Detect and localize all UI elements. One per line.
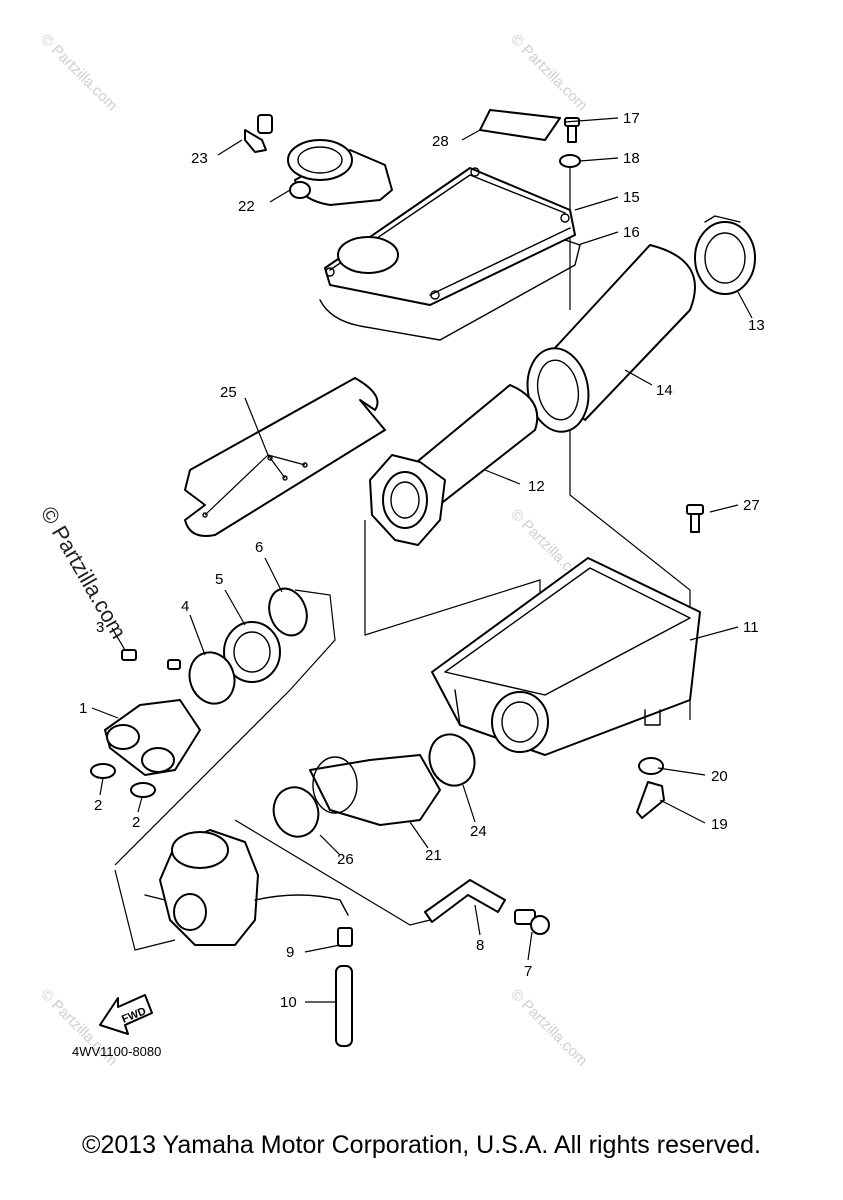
- callout-15: 15: [623, 189, 640, 206]
- clamp-6: [268, 587, 308, 637]
- callout-9: 9: [286, 944, 294, 961]
- label-sheet-28: [479, 109, 561, 141]
- callout-1: 1: [79, 700, 87, 717]
- forward-arrow: FWD: [99, 994, 153, 1035]
- pipe-10: [335, 965, 353, 1047]
- watermark-bottom-right: © Partzilla.com: [507, 986, 590, 1069]
- callout-7: 7: [524, 963, 532, 980]
- joint-22: [287, 139, 393, 206]
- air-filter-14: [526, 244, 696, 433]
- callout-10: 10: [280, 994, 297, 1011]
- clamp-26: [272, 786, 320, 838]
- callout-4: 4: [181, 598, 189, 615]
- callout-12: 12: [528, 478, 545, 495]
- sheet-25: [184, 377, 386, 537]
- air-cleaner-case-11: [431, 557, 701, 756]
- hose-8: [424, 879, 506, 923]
- cap-13: [694, 215, 756, 295]
- diagram-code: 4WV1100-8080: [72, 1044, 161, 1059]
- exploded-parts-diagram: © Partzilla.com © Partzilla.com © Partzi…: [36, 31, 765, 1069]
- watermark-top-left: © Partzilla.com: [37, 31, 120, 114]
- callout-19: 19: [711, 816, 728, 833]
- joint-7: [514, 909, 550, 935]
- hose-elbow-23: [244, 114, 273, 153]
- callout-23: 23: [191, 150, 208, 167]
- o-ring-2b: [130, 782, 156, 798]
- callout-20: 20: [711, 768, 728, 785]
- callout-27: 27: [743, 497, 760, 514]
- callout-28: 28: [432, 133, 449, 150]
- callout-21: 21: [425, 847, 442, 864]
- callout-2a: 2: [94, 797, 102, 814]
- drain-cap-19: [636, 781, 665, 819]
- fitting-9: [337, 927, 353, 947]
- callout-14: 14: [656, 382, 673, 399]
- watermark-top-right: © Partzilla.com: [507, 31, 590, 114]
- joint-5: [223, 621, 281, 683]
- guide-lines: [114, 165, 691, 951]
- bolts-3: [121, 649, 181, 670]
- manifold-1: [104, 699, 201, 776]
- washer-18: [559, 154, 581, 168]
- air-cleaner-cover-15: [324, 167, 576, 306]
- callout-24: 24: [470, 823, 487, 840]
- carburetor: [144, 829, 349, 946]
- callout-8: 8: [476, 937, 484, 954]
- callout-13: 13: [748, 317, 765, 334]
- callout-3: 3: [96, 619, 104, 636]
- callout-26: 26: [337, 851, 354, 868]
- clamp-24: [428, 733, 476, 787]
- gasket-16: [319, 239, 581, 341]
- callout-11: 11: [743, 619, 759, 636]
- callout-16: 16: [623, 224, 640, 241]
- callout-6: 6: [255, 539, 263, 556]
- joint-21: [309, 754, 441, 826]
- clamp-4: [188, 651, 236, 705]
- callout-numbers: 17 18 15 16 28 22 23 13 14 12 25 27 11 2…: [79, 110, 765, 1011]
- copyright-notice: ©2013 Yamaha Motor Corporation, U.S.A. A…: [82, 1131, 761, 1159]
- bolt-27: [686, 504, 704, 533]
- leader-lines: [91, 117, 753, 1003]
- intake-duct-12: [369, 384, 539, 546]
- callout-2b: 2: [132, 814, 140, 831]
- clip-20: [638, 757, 664, 775]
- watermark-side: © Partzilla.com: [36, 502, 132, 643]
- callout-5: 5: [215, 571, 223, 588]
- callout-22: 22: [238, 198, 255, 215]
- callout-17: 17: [623, 110, 640, 127]
- callout-18: 18: [623, 150, 640, 167]
- o-ring-2a: [90, 763, 116, 779]
- callout-25: 25: [220, 384, 237, 401]
